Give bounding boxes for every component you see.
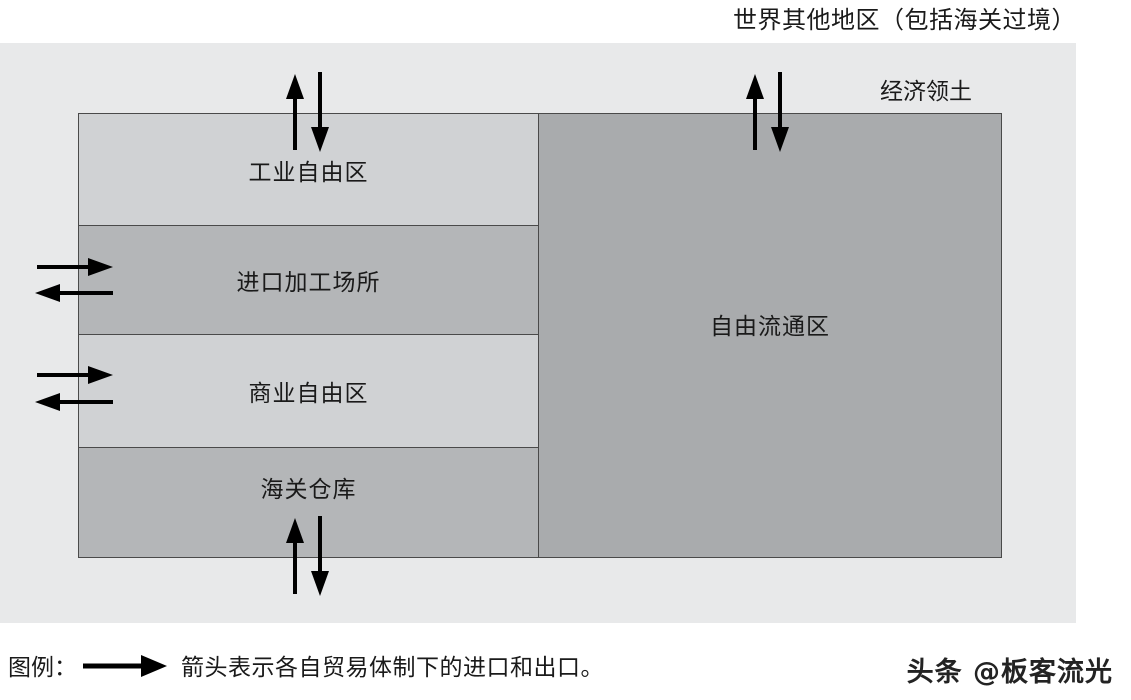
zone-customs-warehouse: 海关仓库 [79, 447, 538, 557]
customs-regimes-box: 工业自由区 进口加工场所 商业自由区 海关仓库 自由流通区 [78, 113, 1002, 558]
special-regimes-column: 工业自由区 进口加工场所 商业自由区 海关仓库 [79, 114, 539, 557]
zone-industrial-free-zone: 工业自由区 [79, 114, 538, 225]
zone-inward-processing: 进口加工场所 [79, 225, 538, 334]
zone-commercial-free-zone: 商业自由区 [79, 334, 538, 447]
zone-label-customs-warehouse: 海关仓库 [260, 476, 357, 502]
economic-territory-label: 经济领土 [880, 79, 972, 104]
zone-label-inward-processing: 进口加工场所 [236, 270, 381, 295]
zone-label-industrial-free-zone: 工业自由区 [248, 159, 369, 185]
zone-label-free-circulation: 自由流通区 [710, 313, 830, 339]
zone-free-circulation: 自由流通区 [539, 114, 1001, 557]
legend: 图例： 箭头表示各自贸易体制下的进口和出口。 [8, 648, 604, 682]
zone-label-commercial-free-zone: 商业自由区 [248, 381, 369, 406]
watermark: 头条 @板客流光 [906, 657, 1113, 688]
legend-description: 箭头表示各自贸易体制下的进口和出口。 [181, 655, 604, 680]
legend-arrow-icon [83, 655, 169, 677]
legend-title: 图例： [8, 655, 77, 680]
diagram-top-title: 世界其他地区（包括海关过境） [733, 8, 1076, 34]
